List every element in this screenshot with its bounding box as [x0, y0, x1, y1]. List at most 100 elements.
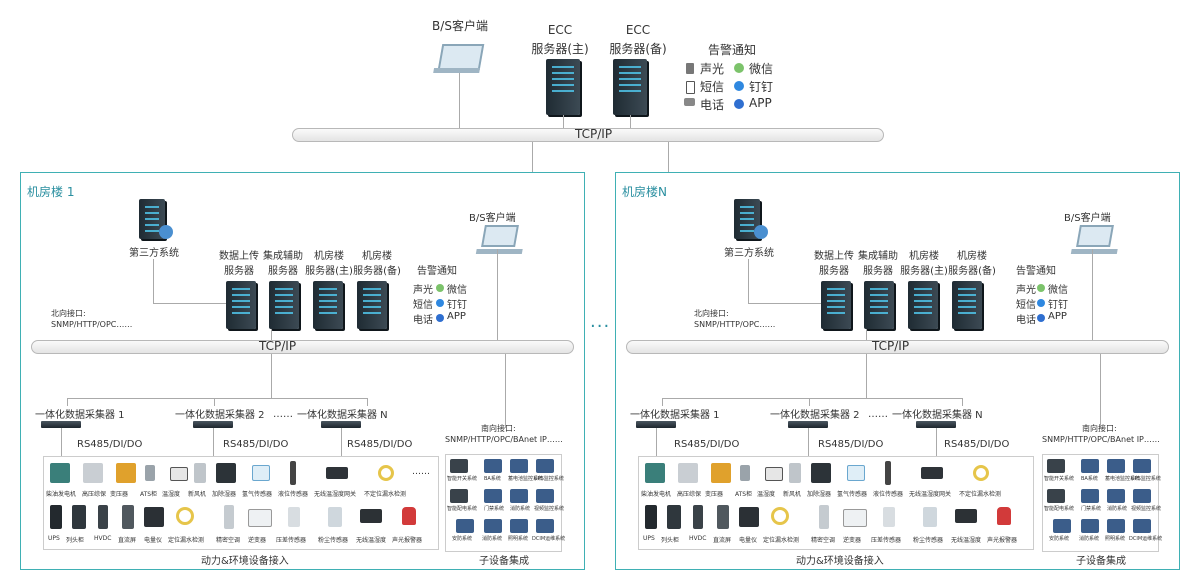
sub-system-icon	[510, 459, 528, 473]
top-tcpip-label: TCP/IP	[575, 127, 613, 141]
hydrogen-sensor-icon	[847, 465, 865, 481]
device-label: 精密空调	[811, 537, 836, 544]
connector-line	[67, 398, 68, 406]
rs485-label: RS485/DI/DO	[223, 439, 289, 450]
device-label: 逆变器	[843, 537, 862, 544]
power-meter-icon	[144, 507, 164, 527]
connector-line	[662, 398, 663, 406]
connector-line	[936, 428, 937, 456]
sub-system-label: BA系统	[484, 476, 501, 482]
building-title: 机房楼N	[622, 185, 667, 199]
device-label: 无线温湿度	[951, 537, 982, 544]
collector-ellipsis: ……	[273, 409, 293, 420]
connector-line	[497, 249, 498, 341]
ups-icon	[50, 505, 62, 529]
leak-rope-icon	[973, 465, 989, 481]
north-interface-label: 北向接口:	[51, 309, 86, 318]
bs-client-label: B/S客户端	[1064, 213, 1111, 224]
connector-line	[748, 259, 749, 303]
device-label: 柴油发电机	[641, 491, 672, 498]
alert-dingtalk: 钉钉	[447, 300, 467, 311]
device-label: 直流屏	[118, 537, 137, 544]
humidifier-icon	[811, 463, 831, 483]
sub-system-label: 照明系统	[508, 536, 529, 542]
sub-system-label: 智能开关系统	[1044, 476, 1075, 482]
device-label: ATS柜	[140, 491, 158, 498]
sub-system-label: 消防系统	[1079, 536, 1100, 542]
collector-ellipsis: ……	[868, 409, 888, 420]
ats-icon	[145, 465, 155, 481]
building-backup-server-icon	[952, 281, 982, 329]
connector-line	[662, 398, 962, 399]
sub-system-label: DCIM运维系统	[1129, 536, 1163, 542]
building-tcpip-bus	[626, 340, 1169, 354]
locating-leak-icon	[771, 507, 789, 525]
connector-line	[630, 115, 631, 129]
connector-line	[668, 142, 669, 172]
dingtalk-icon	[1037, 299, 1045, 307]
server-label: 服务器(备)	[948, 266, 996, 277]
sub-system-label: BA系统	[1081, 476, 1098, 482]
app-icon	[734, 99, 744, 109]
switchgear-icon	[83, 463, 103, 483]
connector-line	[656, 428, 657, 456]
generator-icon	[645, 463, 665, 483]
server-label: 服务器	[819, 266, 849, 277]
ecc-backup-label-2: 服务器(备)	[609, 42, 667, 56]
alert-title: 告警通知	[1016, 266, 1056, 277]
device-label: 列头柜	[661, 537, 680, 544]
dust-sensor-icon	[328, 507, 342, 527]
connector-line	[866, 329, 867, 341]
wechat-icon	[734, 63, 744, 73]
collector-device-icon	[636, 421, 676, 428]
collector-device-icon	[193, 421, 233, 428]
precision-ac-icon	[819, 505, 829, 529]
building-tcpip-bus	[31, 340, 574, 354]
dingtalk-icon	[436, 299, 444, 307]
sub-system-label: 门禁系统	[1081, 506, 1102, 512]
device-label: 压差传感器	[276, 537, 307, 544]
alert-app: APP	[1048, 311, 1067, 322]
alert-call: 电话	[1016, 315, 1036, 326]
alert-sound: 声光	[1016, 285, 1036, 296]
server-label: 服务器	[268, 266, 298, 277]
leak-rope-icon	[378, 465, 394, 481]
building-n-frame: 机房楼N 第三方系统 B/S客户端 数据上传 服务器 集成辅助 服务器 机房楼 …	[615, 172, 1180, 570]
fresh-air-icon	[194, 463, 206, 483]
locating-leak-icon	[176, 507, 194, 525]
generator-icon	[50, 463, 70, 483]
integration-server-icon	[864, 281, 894, 329]
ups-icon	[645, 505, 657, 529]
device-label: 压差传感器	[871, 537, 902, 544]
collector-device-icon	[41, 421, 81, 428]
connector-line	[67, 398, 367, 399]
sub-system-icon	[450, 459, 468, 473]
alarm-icon	[997, 507, 1011, 525]
inverter-icon	[843, 509, 867, 527]
alert-wechat: 微信	[1048, 285, 1068, 296]
device-label: 无线温湿度网关	[314, 491, 357, 498]
device-label: 无线温湿度网关	[909, 491, 952, 498]
transformer-icon	[711, 463, 731, 483]
device-label: 无线温湿度	[356, 537, 387, 544]
alert-sms: 短信	[700, 80, 725, 94]
device-label: 变压器	[110, 491, 129, 498]
sub-integration-label: 子设备集成	[479, 556, 529, 567]
collector-label: 一体化数据采集器 N	[297, 410, 388, 421]
sub-system-icon	[536, 489, 554, 503]
alert-wechat: 微信	[749, 62, 774, 76]
building-tcpip-label: TCP/IP	[872, 339, 910, 353]
collector-device-icon	[916, 421, 956, 428]
laptop-icon	[1076, 225, 1114, 247]
connector-line	[808, 428, 809, 456]
collector-label: 一体化数据采集器 1	[35, 410, 125, 421]
switchgear-icon	[678, 463, 698, 483]
server-label: 服务器(备)	[353, 266, 401, 277]
connector-line	[271, 329, 272, 341]
sub-system-label: 安防系统	[1049, 536, 1070, 542]
pressure-sensor-icon	[288, 507, 300, 527]
rs485-label: RS485/DI/DO	[77, 439, 143, 450]
inverter-icon	[248, 509, 272, 527]
alert-title: 告警通知	[708, 43, 757, 57]
sub-system-icon	[536, 519, 554, 533]
